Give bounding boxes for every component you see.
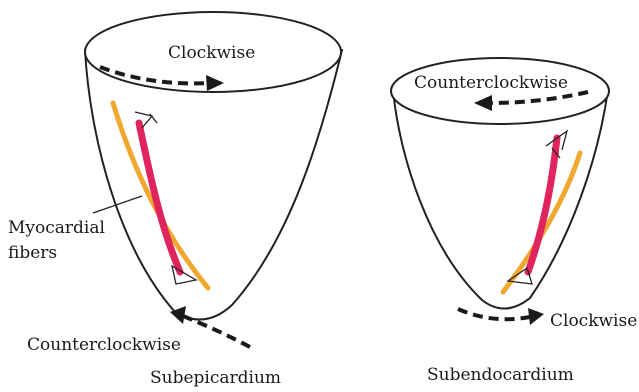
- left-layer-label: Subepicardium: [150, 368, 281, 388]
- left-lower-fiber-marker: [171, 264, 198, 285]
- right-bottom-arrowhead: [528, 308, 544, 325]
- right-inner-fiber: [524, 134, 561, 276]
- myocardial-fibers-label: Myocardial fibers: [8, 218, 110, 263]
- right-lower-fiber-marker: [506, 266, 533, 285]
- myocardial-fibers-label-line1: Myocardial: [8, 218, 105, 238]
- right-ventricle: [390, 57, 610, 325]
- right-bottom-rotation-label: Clockwise: [550, 311, 637, 331]
- left-ventricle: [83, 11, 344, 349]
- left-bottom-arrowhead: [170, 306, 186, 324]
- right-ventricle-rim: [390, 57, 610, 125]
- left-top-rotation-label: Clockwise: [168, 43, 255, 63]
- left-bottom-rotation-arrow: [182, 314, 251, 349]
- right-top-arrowhead: [474, 95, 492, 111]
- left-ventricle-body: [83, 49, 344, 321]
- left-outer-fiber: [110, 100, 211, 291]
- left-ventricle-rim: [84, 11, 342, 93]
- left-bottom-rotation-label: Counterclockwise: [27, 335, 181, 355]
- right-layer-label: Subendocardium: [427, 365, 574, 385]
- left-upper-fiber-marker: [134, 111, 158, 129]
- myocardial-fibers-label-line2: fibers: [8, 243, 57, 263]
- right-bottom-rotation-arrow: [457, 307, 531, 322]
- left-top-arrowhead: [206, 75, 224, 91]
- left-inner-fiber: [135, 119, 184, 276]
- right-upper-fiber-marker: [545, 129, 569, 159]
- left-top-rotation-arrow: [99, 65, 211, 86]
- right-top-rotation-label: Counterclockwise: [414, 73, 568, 93]
- myocardial-fibers-pointer: [92, 195, 143, 214]
- right-top-rotation-arrow: [489, 90, 589, 105]
